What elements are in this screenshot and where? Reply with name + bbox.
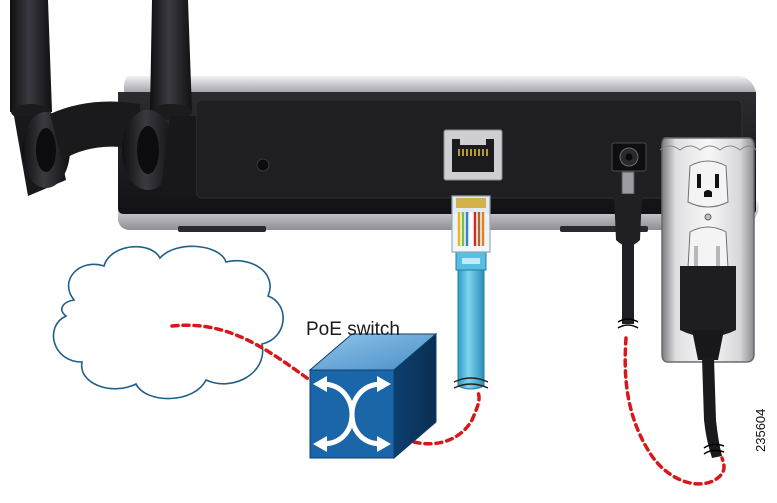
figure-id: 235604	[753, 409, 768, 452]
access-point-device	[10, 0, 759, 232]
ethernet-cable	[454, 252, 488, 389]
poe-switch-label: PoE switch	[306, 319, 400, 341]
reset-button[interactable]	[257, 159, 269, 171]
ethernet-port[interactable]	[444, 130, 502, 180]
device-foot-left	[178, 226, 266, 232]
power-jack[interactable]	[612, 143, 646, 171]
switch-cube-icon	[310, 334, 436, 458]
network-cloud-icon	[53, 246, 283, 398]
rj45-connector-icon	[452, 196, 490, 252]
dc-barrel-connector-icon	[614, 172, 642, 328]
